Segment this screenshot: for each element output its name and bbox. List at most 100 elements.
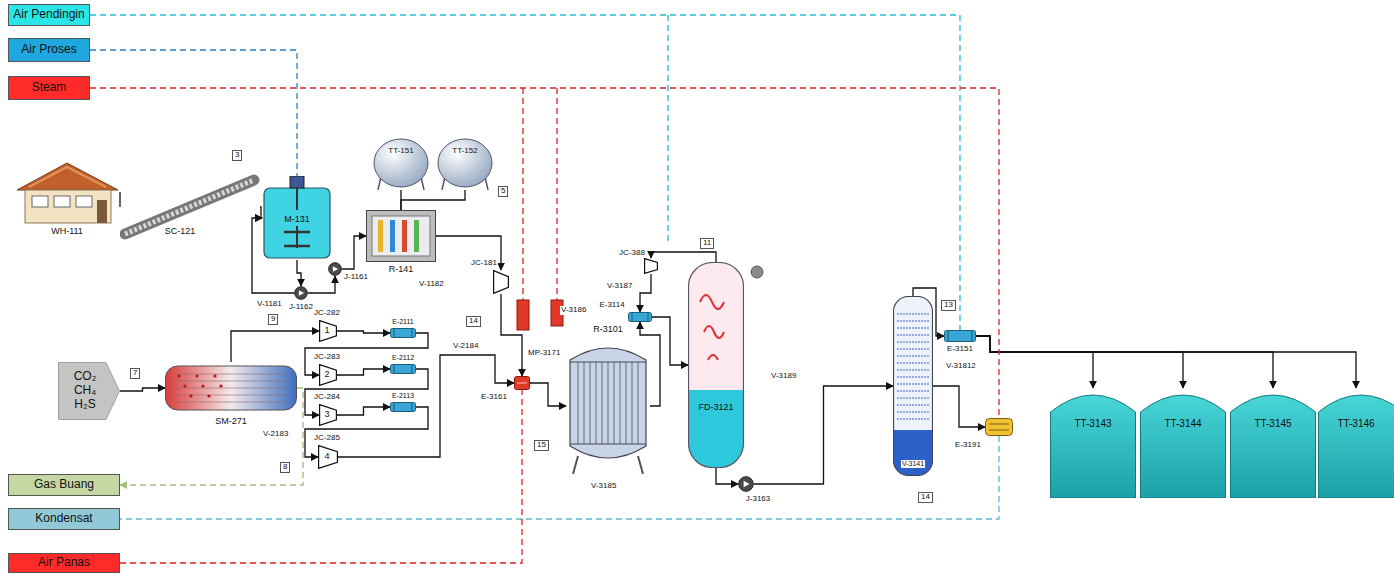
equipment-label: JC-284 — [313, 392, 341, 401]
drawing-part — [632, 312, 633, 322]
equipment-label: SC-121 — [164, 226, 197, 236]
drawing-part — [894, 430, 933, 476]
drawing-part — [59, 363, 120, 420]
storage-tank-shape — [1050, 388, 1136, 498]
equipment-label: J-3163 — [745, 494, 771, 503]
drawing-part — [333, 266, 338, 272]
equipment-label: R-141 — [388, 264, 415, 274]
equipment-label: TT-151 — [388, 146, 413, 155]
flash-drum-shape — [688, 262, 744, 468]
warehouse-shape — [15, 160, 120, 224]
drawing-part — [897, 369, 929, 370]
storage-tank: TT-3144 — [1140, 388, 1226, 498]
heat-exchanger: E-2111 — [386, 318, 420, 342]
storage-tank: TT-3145 — [1230, 388, 1316, 498]
drawing-part — [372, 216, 430, 256]
storage-tank-shape — [1318, 388, 1394, 498]
process-line — [933, 386, 985, 427]
drawing-part — [619, 362, 620, 444]
reactor-vessel: R-3101 — [562, 324, 654, 484]
utility-box: Air Pendingin — [8, 4, 90, 26]
drawing-part — [744, 481, 750, 487]
pump-symbol-shape — [738, 476, 754, 492]
drawing-part — [201, 384, 204, 387]
drawing-part — [295, 287, 308, 300]
storage-tank-shape — [1140, 388, 1226, 498]
equipment-label: SM-271 — [214, 416, 248, 426]
process-line — [342, 236, 366, 269]
compressor-symbol: JC-181 — [470, 258, 518, 296]
drawing-part — [570, 362, 646, 363]
drawing-part — [329, 263, 342, 276]
drawing-part — [573, 456, 578, 474]
drawing-part — [320, 321, 337, 342]
drawing-part — [517, 383, 527, 384]
reactor-box-shape — [366, 210, 436, 262]
spherical-tank: TT-151 — [372, 138, 430, 190]
storage-tank-shape — [1230, 388, 1316, 498]
membrane-unit: SM-271 — [165, 362, 297, 430]
drawing-part — [412, 364, 413, 374]
drawing-part — [989, 424, 1009, 425]
process-line — [501, 294, 522, 376]
drawing-part — [9, 509, 120, 530]
utility-box: Air Panas — [8, 553, 120, 573]
pump-symbol: J-3163 — [738, 476, 778, 506]
drawing-part — [290, 176, 304, 188]
equipment-label: JC-285 — [313, 433, 341, 442]
drawing-part — [320, 405, 337, 426]
heat-exchanger-shape — [390, 328, 416, 338]
spherical-tank: TT-152 — [436, 138, 494, 190]
drawing-part — [897, 341, 929, 342]
equipment-label: TT-3146 — [1337, 418, 1374, 430]
drawing-part — [9, 39, 90, 62]
warehouse: WH-111 — [15, 160, 120, 240]
drawing-part — [183, 384, 186, 387]
callout-number: 7 — [130, 368, 140, 379]
compressor-symbol-shape — [493, 270, 509, 294]
valve-tag: V-3186 — [560, 306, 587, 315]
utility-box: Gas Buang — [8, 474, 120, 496]
equipment-label: V-3141 — [901, 460, 925, 468]
equipment-label: 2 — [324, 369, 329, 379]
process-line — [754, 386, 893, 484]
drawing-part — [394, 402, 395, 412]
drawing-part — [570, 444, 646, 445]
drawing-part — [319, 446, 338, 469]
drawing-part — [989, 430, 1009, 431]
heat-exchanger-shape — [944, 330, 976, 342]
equipment-label: Gas Buang — [34, 478, 94, 492]
drawing-part — [577, 362, 578, 444]
screw-conveyor: SC-121 — [120, 172, 260, 242]
membrane-unit-shape — [165, 362, 297, 414]
flash-drum: FD-3121 — [688, 262, 744, 468]
callout-number: 13 — [941, 300, 956, 311]
drawing-part — [177, 374, 180, 377]
process-line — [120, 388, 165, 391]
spherical-tank-shape — [372, 138, 430, 190]
drawing-part — [299, 290, 304, 296]
callout-number: 3 — [232, 150, 242, 161]
drawing-part — [613, 362, 614, 444]
drawing-part — [494, 271, 509, 294]
drawing-part — [689, 263, 744, 468]
valve-tag: V-1181 — [256, 300, 283, 309]
drawing-part — [897, 376, 929, 377]
equipment-label: JC-388 — [618, 248, 646, 257]
drawing-part — [284, 232, 310, 246]
process-line — [976, 336, 1356, 388]
drawing-part — [897, 362, 929, 363]
reactor-box: R-141 — [366, 210, 436, 278]
drawing-part — [631, 362, 632, 444]
drawing-part — [897, 411, 929, 412]
equipment-label: E-3161 — [480, 392, 508, 401]
mixer-tank: M-131 — [262, 168, 332, 260]
drawing-part — [175, 388, 287, 389]
drawing-part — [986, 419, 1013, 436]
equipment-label: TT-3144 — [1164, 418, 1201, 430]
drawing-part — [374, 139, 428, 187]
valve-tag: V-2183 — [262, 430, 289, 439]
process-line — [297, 260, 301, 286]
equipment-label: TT-3145 — [1254, 418, 1291, 430]
